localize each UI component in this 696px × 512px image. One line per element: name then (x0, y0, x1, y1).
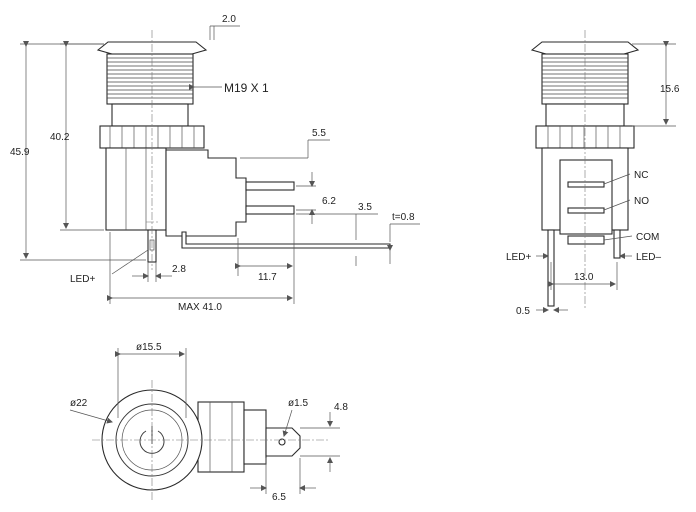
dim-2-8: 2.8 (172, 264, 186, 275)
dim-11-7: 11.7 (258, 272, 277, 283)
top-view-dimensions: ø15.5 ø22 ø1.5 4.8 6.5 (69, 342, 348, 503)
side-terminal-bottom (181, 231, 391, 249)
dim-13-0: 13.0 (574, 272, 594, 283)
dim-dia-22: ø22 (70, 398, 88, 409)
front-view-dimensions: 15.6 NC NO COM LED+ LED– 13.0 0.5 (506, 41, 680, 317)
dim-dia-15-5: ø15.5 (136, 342, 162, 353)
dim-max-41: MAX 41.0 (178, 302, 222, 313)
side-terminal-lower (245, 205, 295, 215)
top-switch-extension (243, 409, 267, 465)
side-thread-lines (107, 57, 193, 99)
dim-5-5: 5.5 (312, 128, 326, 139)
dim-0-5: 0.5 (516, 306, 530, 317)
front-contact-nc (567, 181, 605, 188)
side-view-dimensions: 2.0 M19 X 1 45.9 40.2 5.5 6.2 3.5 (10, 14, 420, 313)
side-neck (111, 103, 189, 127)
dim-6-5: 6.5 (272, 492, 286, 503)
side-terminal-upper (245, 181, 295, 191)
led-plus-left-label: LED+ (70, 274, 95, 285)
thread-callout: M19 X 1 (224, 81, 269, 95)
front-nut-ridges (547, 126, 621, 148)
front-switch-module (559, 159, 613, 235)
label-no: NO (634, 196, 649, 207)
label-com: COM (636, 232, 659, 243)
dim-dia-1-5: ø1.5 (288, 398, 308, 409)
dim-3-5: 3.5 (358, 202, 372, 213)
led-minus-right-label: LED– (636, 252, 661, 263)
dim-40-2: 40.2 (50, 132, 70, 143)
dim-4-8: 4.8 (334, 402, 348, 413)
front-contact-com (567, 235, 605, 245)
front-view (530, 30, 640, 310)
dim-t-0-8: t=0.8 (392, 212, 415, 223)
side-view (96, 30, 391, 270)
side-switch-module (165, 149, 247, 237)
dim-6-2: 6.2 (322, 196, 336, 207)
top-switch-body (197, 401, 245, 473)
top-terminal-hole (278, 438, 286, 446)
top-view (92, 380, 330, 500)
dim-45-9: 45.9 (10, 147, 30, 158)
dim-2-0: 2.0 (222, 14, 236, 25)
side-housing (105, 147, 167, 231)
dim-15-6: 15.6 (660, 84, 680, 95)
side-thread-body (106, 53, 194, 105)
label-nc: NC (634, 170, 648, 181)
led-plus-right-label: LED+ (506, 252, 531, 263)
front-led-minus-pin (613, 229, 621, 259)
front-contact-no (567, 207, 605, 214)
side-nut-ridges (109, 126, 195, 148)
